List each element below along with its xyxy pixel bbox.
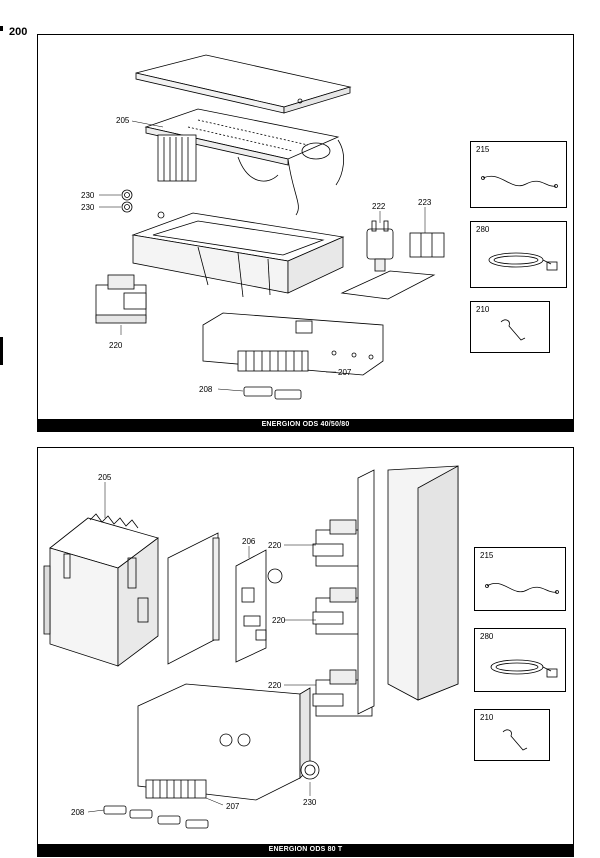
wire-cable-icon bbox=[481, 175, 558, 188]
inset-label: 280 bbox=[480, 632, 494, 641]
callout-230-a: 230 bbox=[81, 191, 95, 200]
inset-wire-215: 215 bbox=[474, 547, 566, 611]
inset-label: 280 bbox=[476, 225, 490, 234]
control-cabinet-part bbox=[43, 513, 159, 667]
panel-caption: ENERGION ODS 80 T bbox=[38, 844, 573, 856]
mounting-plate-part bbox=[167, 532, 219, 665]
fuse-holders-part bbox=[243, 386, 302, 400]
callout-205: 205 bbox=[116, 116, 130, 125]
terminal-strip-part bbox=[145, 779, 207, 799]
inset-clip-210: 210 bbox=[470, 301, 550, 353]
callout-205: 205 bbox=[98, 473, 112, 482]
housing-chassis-part bbox=[131, 212, 345, 298]
exploded-view-drawing: 205 206 220 220 220 207 208 230 bbox=[43, 465, 459, 829]
inset-label: 210 bbox=[480, 713, 494, 722]
terminal-strip-part bbox=[237, 350, 309, 372]
transformer-part bbox=[95, 274, 147, 324]
inset-cord-280: 280 bbox=[470, 221, 567, 288]
callout-223: 223 bbox=[418, 198, 432, 207]
inset-label: 215 bbox=[480, 551, 494, 560]
power-cord-icon bbox=[488, 252, 558, 271]
top-cover-part bbox=[135, 54, 352, 114]
callout-220-a: 220 bbox=[268, 541, 282, 550]
terminal-block-part bbox=[409, 232, 445, 258]
power-cord-icon bbox=[490, 659, 558, 678]
callout-208: 208 bbox=[71, 808, 85, 817]
hook-clip-icon bbox=[502, 729, 528, 751]
inset-clip-210: 210 bbox=[474, 709, 550, 761]
gasket-ring-part bbox=[300, 760, 320, 780]
panel-caption: ENERGION ODS 40/50/80 bbox=[38, 419, 573, 431]
callout-220-b: 220 bbox=[272, 616, 286, 625]
page-edge-mark-top bbox=[0, 26, 3, 31]
callout-206: 206 bbox=[242, 537, 256, 546]
page-edge-mark-side bbox=[0, 337, 3, 365]
wire-cable-icon bbox=[485, 583, 559, 594]
page-number: 200 bbox=[9, 26, 28, 38]
inset-label: 215 bbox=[476, 145, 490, 154]
diagram-panel-ods-80-t: 205 206 220 220 220 207 208 230 215 280 … bbox=[37, 447, 574, 857]
callout-207: 207 bbox=[226, 802, 240, 811]
exploded-view-drawing: 205 230 230 222 223 220 207 208 bbox=[81, 54, 445, 400]
inset-cord-280: 280 bbox=[474, 628, 566, 692]
callout-220-c: 220 bbox=[268, 681, 282, 690]
mounting-rail-part bbox=[357, 465, 459, 715]
callout-220: 220 bbox=[109, 341, 123, 350]
gasket-rings-part bbox=[121, 189, 165, 219]
control-board-part bbox=[144, 108, 345, 216]
callout-222: 222 bbox=[372, 202, 386, 211]
control-board-part bbox=[235, 549, 283, 663]
fuse-holders-part bbox=[103, 805, 209, 829]
inset-wire-215: 215 bbox=[470, 141, 567, 208]
inset-label: 210 bbox=[476, 305, 490, 314]
callout-230: 230 bbox=[303, 798, 317, 807]
callout-208: 208 bbox=[199, 385, 213, 394]
hook-clip-icon bbox=[500, 319, 526, 341]
base-plate-part bbox=[137, 683, 311, 801]
diagram-panel-ods-40-50-80: 205 230 230 222 223 220 207 208 215 280 … bbox=[37, 34, 574, 432]
callout-230-b: 230 bbox=[81, 203, 95, 212]
relay-part bbox=[366, 220, 394, 272]
callout-207: 207 bbox=[338, 368, 352, 377]
mounting-plate-part bbox=[340, 270, 436, 300]
